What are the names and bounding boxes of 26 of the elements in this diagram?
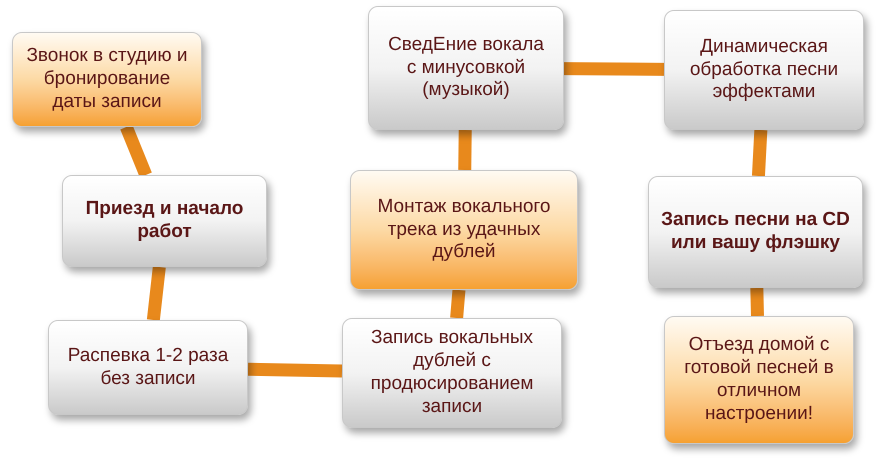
- process-box: [368, 6, 564, 130]
- step-text: Монтаж вокального трека из удачных дублей: [376, 196, 552, 264]
- step-text: Отъезд домой с готовой песней в отличном настроении!: [683, 334, 835, 426]
- process-box: [664, 10, 864, 130]
- process-box: [12, 32, 202, 127]
- connector-line: [146, 266, 166, 321]
- connector-line: [248, 362, 342, 378]
- connector-line: [450, 289, 466, 319]
- connector-line: [120, 124, 152, 178]
- process-box: [342, 318, 562, 428]
- step-text: СведЕние вокала с минусовкой (музыкой): [387, 34, 545, 102]
- step-text: Запись песни на CD или вашу флэшку: [661, 209, 850, 255]
- step-text: Динамическая обработка песни эффектами: [688, 36, 840, 104]
- process-box: [62, 175, 267, 267]
- connector-line: [458, 130, 472, 170]
- step-text: Звонок в студию и бронирование даты записи: [25, 45, 189, 114]
- process-box: [48, 320, 248, 415]
- step-text: Запись вокальных дублей с продюсированием записи: [370, 327, 534, 419]
- process-box: [648, 176, 863, 288]
- step-text: Распевка 1-2 раза без записи: [66, 344, 230, 390]
- connector-line: [750, 288, 764, 316]
- connector-line: [564, 62, 664, 76]
- process-box: [664, 316, 854, 444]
- process-box: [350, 170, 578, 290]
- step-text: Приезд и начало работ: [84, 198, 244, 244]
- connector-line: [752, 130, 768, 176]
